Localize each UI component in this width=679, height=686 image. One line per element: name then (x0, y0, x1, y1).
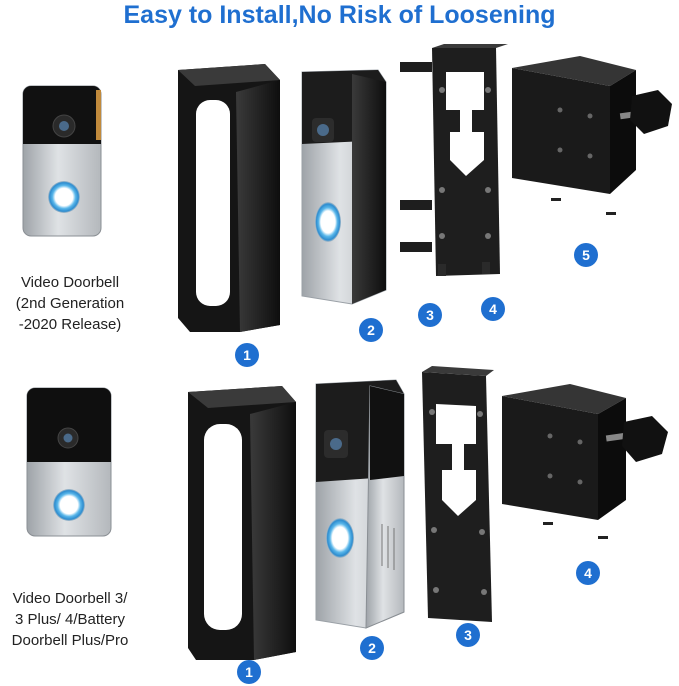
mounting-plate-row1 (400, 44, 508, 276)
part-number-badge: 2 (359, 318, 383, 342)
doorbell-label-row2: Video Doorbell 3/ 3 Plus/ 4/Battery Door… (0, 588, 140, 651)
label-line: -2020 Release) (18, 316, 122, 333)
doorbell-cover-row1 (301, 69, 387, 305)
part-number-badge: 3 (456, 623, 480, 647)
part-number-badge: 4 (576, 561, 600, 585)
doorbell-2nd-gen-image (22, 85, 102, 237)
angle-bracket-row1 (512, 56, 672, 215)
angle-bracket-row2 (502, 384, 668, 539)
part-number-badge: 1 (237, 660, 261, 684)
part-number-badge: 4 (481, 297, 505, 321)
label-line: Video Doorbell (20, 274, 120, 291)
label-line: (2nd Generation (15, 295, 125, 312)
part-number-badge: 2 (360, 636, 384, 660)
page-title: Easy to Install,No Risk of Loosening (123, 1, 556, 29)
part-number-badge: 5 (574, 243, 598, 267)
mount-frame-row1 (178, 64, 280, 332)
mounting-plate-row2 (422, 366, 494, 622)
label-line: 3 Plus/ 4/Battery (14, 611, 126, 628)
doorbell-label-row1: Video Doorbell (2nd Generation -2020 Rel… (0, 272, 140, 335)
doorbell-3-4-image (26, 387, 112, 537)
mount-frame-row2 (188, 386, 296, 660)
label-line: Doorbell Plus/Pro (11, 632, 129, 649)
part-number-badge: 3 (418, 303, 442, 327)
part-number-badge: 1 (235, 343, 259, 367)
doorbell-cover-row2 (315, 379, 405, 629)
label-line: Video Doorbell 3/ (12, 590, 128, 607)
